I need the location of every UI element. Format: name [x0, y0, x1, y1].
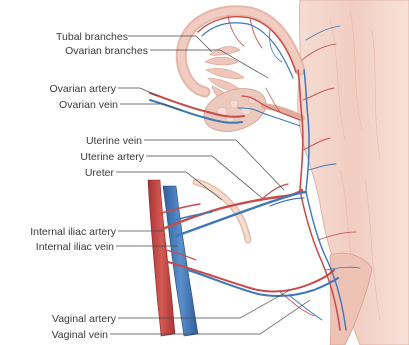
- label-ovarian-vein: Ovarian vein: [59, 99, 118, 111]
- labels: Tubal branches Ovarian branches Ovarian …: [30, 31, 148, 341]
- label-vaginal-artery: Vaginal artery: [52, 313, 117, 325]
- label-uterine-vein: Uterine vein: [86, 135, 142, 147]
- label-ureter: Ureter: [85, 167, 115, 179]
- label-uterine-artery: Uterine artery: [80, 151, 144, 163]
- label-ovarian-branches: Ovarian branches: [65, 45, 148, 57]
- label-internal-iliac-artery: Internal iliac artery: [30, 226, 117, 238]
- ureter-tube: [196, 182, 248, 240]
- label-ovarian-artery: Ovarian artery: [49, 83, 116, 95]
- label-vaginal-vein: Vaginal vein: [52, 329, 109, 341]
- vaginal-vein-vessel: [188, 270, 338, 296]
- label-tubal-branches: Tubal branches: [56, 31, 128, 43]
- uterine-artery-vessel: [160, 190, 302, 230]
- vaginal-artery-vessel: [168, 262, 334, 291]
- label-internal-iliac-vein: Internal iliac vein: [36, 241, 114, 253]
